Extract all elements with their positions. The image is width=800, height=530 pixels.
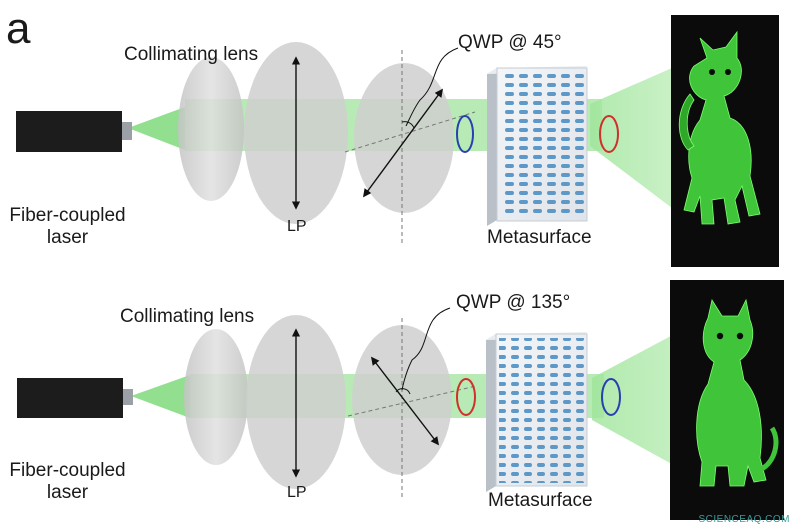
bottom-laser-label: Fiber-coupled laser <box>9 460 126 503</box>
top-qwp-angle-arc <box>401 121 415 129</box>
bottom-beam-cone <box>131 375 190 418</box>
bottom-qwp-arrow <box>370 356 440 446</box>
top-collimating-lens-label: Collimating lens <box>124 44 259 65</box>
top-beam-cone <box>128 107 185 150</box>
bottom-metasurface-label: Metasurface <box>488 490 593 511</box>
bottom-polarization-ring-rcp <box>601 378 621 416</box>
top-setup <box>16 15 779 267</box>
top-qwp-callout <box>405 47 459 127</box>
cat-hologram-icon <box>696 298 779 487</box>
top-lp-label: LP <box>287 218 307 235</box>
watermark: SCIENCEAQ.COM <box>698 514 790 525</box>
bottom-lp-label: LP <box>287 484 307 501</box>
top-laser-body <box>16 111 122 152</box>
top-laser-tip <box>122 122 132 140</box>
top-qwp-arrow <box>363 88 443 198</box>
bottom-qwp-callout <box>401 307 451 391</box>
bottom-metasurface-nanopillars <box>499 338 584 483</box>
bottom-qwp-angle-arc <box>395 388 411 395</box>
panel-letter: a <box>6 4 31 53</box>
bottom-laser-tip <box>123 389 133 405</box>
bottom-collimating-lens-label: Collimating lens <box>120 306 255 327</box>
bottom-qwp-label: QWP @ 135° <box>456 292 571 313</box>
bottom-collimating-lens <box>184 329 248 465</box>
top-qwp-label: QWP @ 45° <box>458 32 562 53</box>
top-laser-label: Fiber-coupled laser <box>9 205 126 248</box>
top-quarter-wave-plate <box>354 63 454 213</box>
top-metasurface-label: Metasurface <box>487 227 592 248</box>
top-polarization-ring-rcp <box>456 115 474 153</box>
top-metasurface-nanopillars <box>500 72 584 218</box>
bottom-laser-body <box>17 378 123 418</box>
bottom-metasurface-side <box>486 334 496 492</box>
top-collimating-lens <box>178 57 244 201</box>
top-polarization-ring-lcp <box>599 115 619 153</box>
top-hologram-fan <box>590 68 672 208</box>
bottom-polarization-ring-lcp <box>456 378 476 416</box>
top-metasurface-side <box>487 68 497 226</box>
dog-hologram-icon <box>678 30 761 225</box>
bottom-setup <box>17 280 784 520</box>
